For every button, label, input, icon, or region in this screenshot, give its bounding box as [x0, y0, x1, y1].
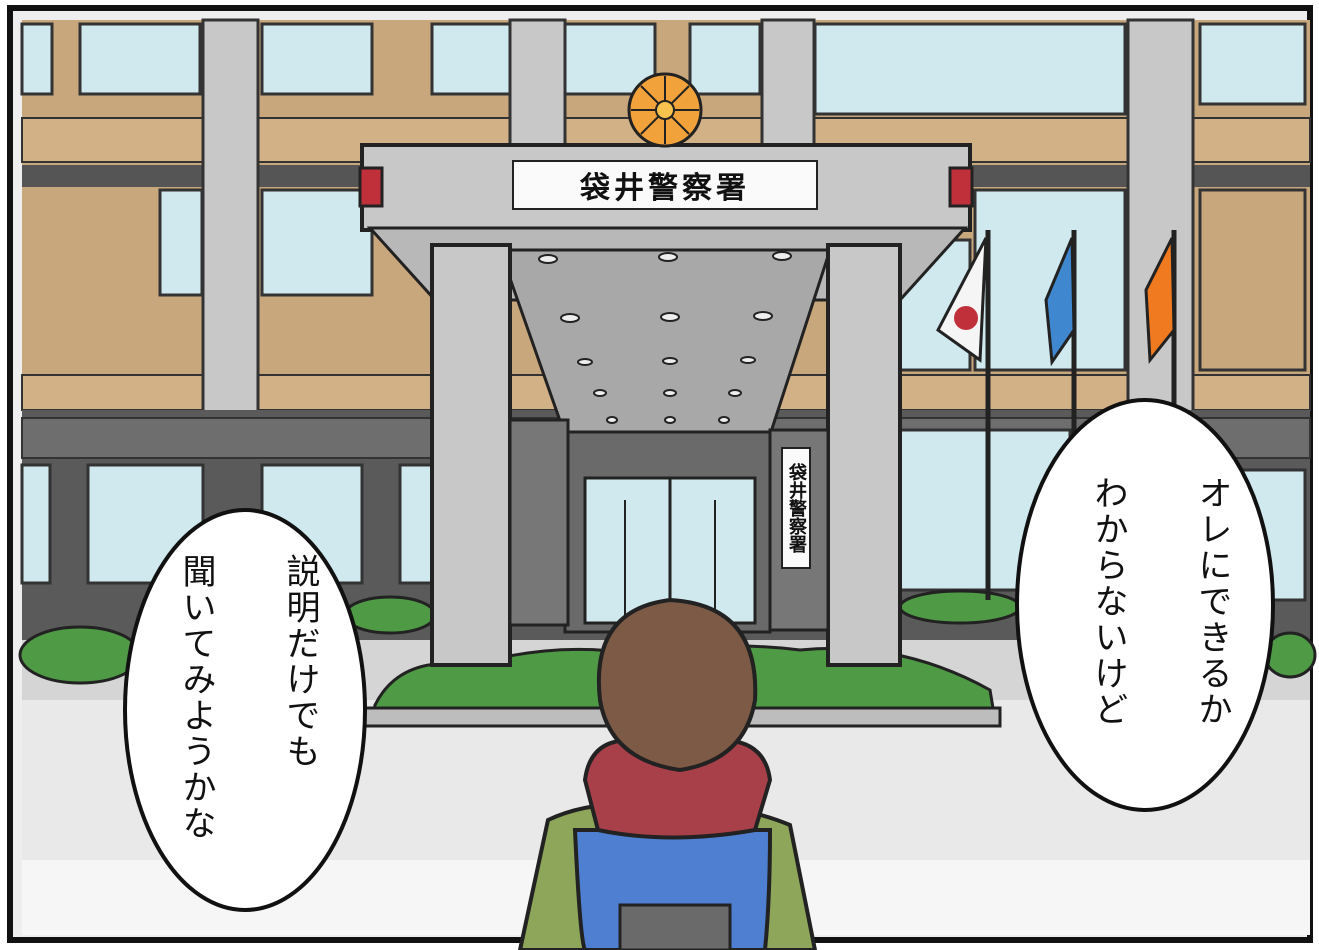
police-emblem-icon: [627, 72, 703, 148]
speech-bubble-right: [1015, 398, 1275, 812]
speech-text-left: 説明だけでも 聞いてみようかな: [170, 528, 378, 842]
speech-line: 説明だけでも: [280, 553, 320, 770]
entrance-name-sign: 袋井警察署: [781, 447, 811, 569]
speech-bubble-left: [123, 508, 367, 912]
speech-text-right: オレにできるか わからないけど: [1082, 450, 1290, 728]
speech-line: オレにできるか: [1192, 475, 1232, 728]
person-from-behind: [517, 597, 818, 950]
entrance-canopy: [358, 143, 974, 667]
speech-line: 聞いてみようかな: [176, 553, 216, 842]
speech-line: わからないけど: [1088, 475, 1128, 728]
station-name-sign: 袋井警察署: [512, 160, 818, 210]
